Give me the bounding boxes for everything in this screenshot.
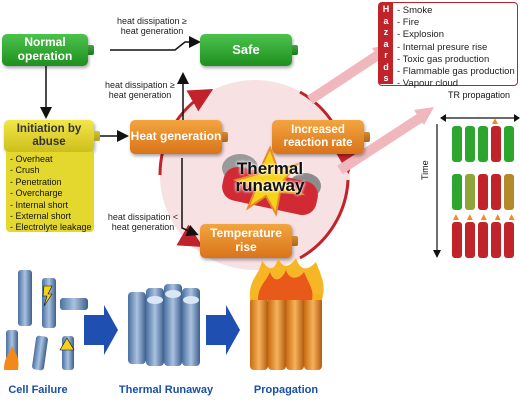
edge-label-top: heat dissipation ≥ heat generation — [117, 16, 187, 37]
cell-failed — [491, 126, 501, 162]
cell-failed — [478, 174, 488, 210]
arrow-normal-to-safe — [110, 36, 201, 51]
abuse-cause-item: - External short — [10, 211, 72, 222]
hazards-letter: d — [383, 61, 389, 72]
abuse-cause-item: - Overcharge — [10, 188, 63, 199]
hazard-item: - Internal presure rise — [397, 41, 488, 53]
cell-failed — [504, 222, 514, 258]
abuse-causes-list: - Overheat - Crush - Penetration - Overc… — [6, 152, 94, 232]
hazards-letter: s — [383, 73, 389, 83]
propagation-title: TR propagation — [447, 90, 511, 100]
edge-label-mid: heat dissipation ≥ heat generation — [105, 80, 175, 101]
node-reaction-rate-label: Increased reaction rate — [283, 123, 353, 149]
node-safe-label: Safe — [232, 41, 260, 57]
cycle-arc-bottom-left — [176, 224, 204, 247]
hazards-side-label: H a z a r d s — [379, 3, 393, 84]
label-cell-failure: Cell Failure — [8, 384, 68, 396]
blue-arrow-1 — [84, 305, 118, 355]
hazard-item: - Vapour cloud — [397, 78, 459, 90]
node-increased-reaction-rate: Increased reaction rate — [272, 120, 364, 154]
time-axis-arrow — [433, 124, 441, 258]
node-temperature-rise-label: Temperature rise — [210, 226, 282, 254]
abuse-cause-item: - Overheat — [10, 154, 53, 164]
cell-failed — [491, 222, 501, 258]
abuse-cause-item: - Internal short — [10, 199, 69, 210]
bottom-illustrations — [4, 258, 324, 371]
hazards-letter: r — [384, 50, 388, 60]
node-heat-generation: Heat generation — [130, 120, 222, 154]
flame-icon: ▲ — [490, 116, 500, 127]
hazards-letter: a — [383, 15, 389, 26]
hazard-item: - Smoke — [397, 5, 433, 16]
hazards-letter: H — [382, 4, 390, 14]
node-initiation-label: Initiation by abuse — [16, 122, 82, 148]
hazards-list: - Smoke - Fire - Explosion - Internal pr… — [397, 5, 515, 90]
cell-failure-illustration — [4, 270, 88, 371]
hazard-item: - Toxic gas production — [397, 53, 490, 65]
label-propagation: Propagation — [253, 384, 319, 396]
node-normal-operation-label: Normal operation — [17, 35, 73, 63]
pink-arrow-hazards — [307, 50, 381, 105]
abuse-cause-item: - Electrolyte leakage — [10, 222, 92, 233]
hazard-item: - Explosion — [397, 29, 444, 41]
thermal-runaway-graphic — [222, 145, 321, 217]
node-temperature-rise: Temperature rise — [200, 224, 292, 258]
propagation-width-arrow — [440, 114, 520, 122]
time-axis-label: Time — [420, 160, 430, 180]
explosion-burst — [232, 145, 306, 217]
hazards-letter: z — [383, 27, 389, 37]
cell-normal — [452, 126, 462, 162]
cell-failed — [478, 222, 488, 258]
thermal-runaway-label: Thermal runaway — [235, 159, 305, 195]
pink-arrow-propagation — [337, 113, 423, 175]
abuse-cause-item: - Crush — [10, 165, 40, 176]
cell-failed — [452, 222, 462, 258]
edge-label-low: heat dissipation < heat generation — [107, 212, 179, 233]
node-safe: Safe — [200, 34, 292, 66]
cycle-arc-bottom-right — [299, 179, 350, 260]
blue-arrow-2 — [206, 305, 240, 355]
node-heat-generation-label: Heat generation — [130, 129, 222, 144]
propagation-illustration — [249, 258, 324, 370]
hazards-box: H a z a r d s - Smoke - Fire - Explosion… — [378, 2, 518, 89]
cell-failed — [491, 174, 501, 210]
hazard-item: - Flammable gas production — [397, 66, 515, 78]
cell-normal — [478, 126, 488, 162]
hazard-item: - Fire — [397, 17, 420, 29]
node-normal-operation: Normal operation — [2, 34, 88, 66]
cell-normal — [465, 126, 475, 162]
arrow-heat-to-temperature — [181, 158, 199, 236]
cell-heating — [465, 174, 475, 210]
label-thermal-runaway: Thermal Runaway — [118, 384, 214, 396]
cell-normal — [452, 174, 462, 210]
flame-icon: ▲▲▲▲▲ — [451, 212, 520, 223]
abuse-cause-item: - Penetration — [10, 176, 62, 187]
node-initiation-by-abuse: Initiation by abuse — [4, 120, 94, 152]
cell-heating — [504, 174, 514, 210]
thermal-runaway-illustration — [128, 284, 200, 366]
hazards-letter: a — [383, 38, 389, 49]
cell-failed — [465, 222, 475, 258]
cell-normal — [504, 126, 514, 162]
